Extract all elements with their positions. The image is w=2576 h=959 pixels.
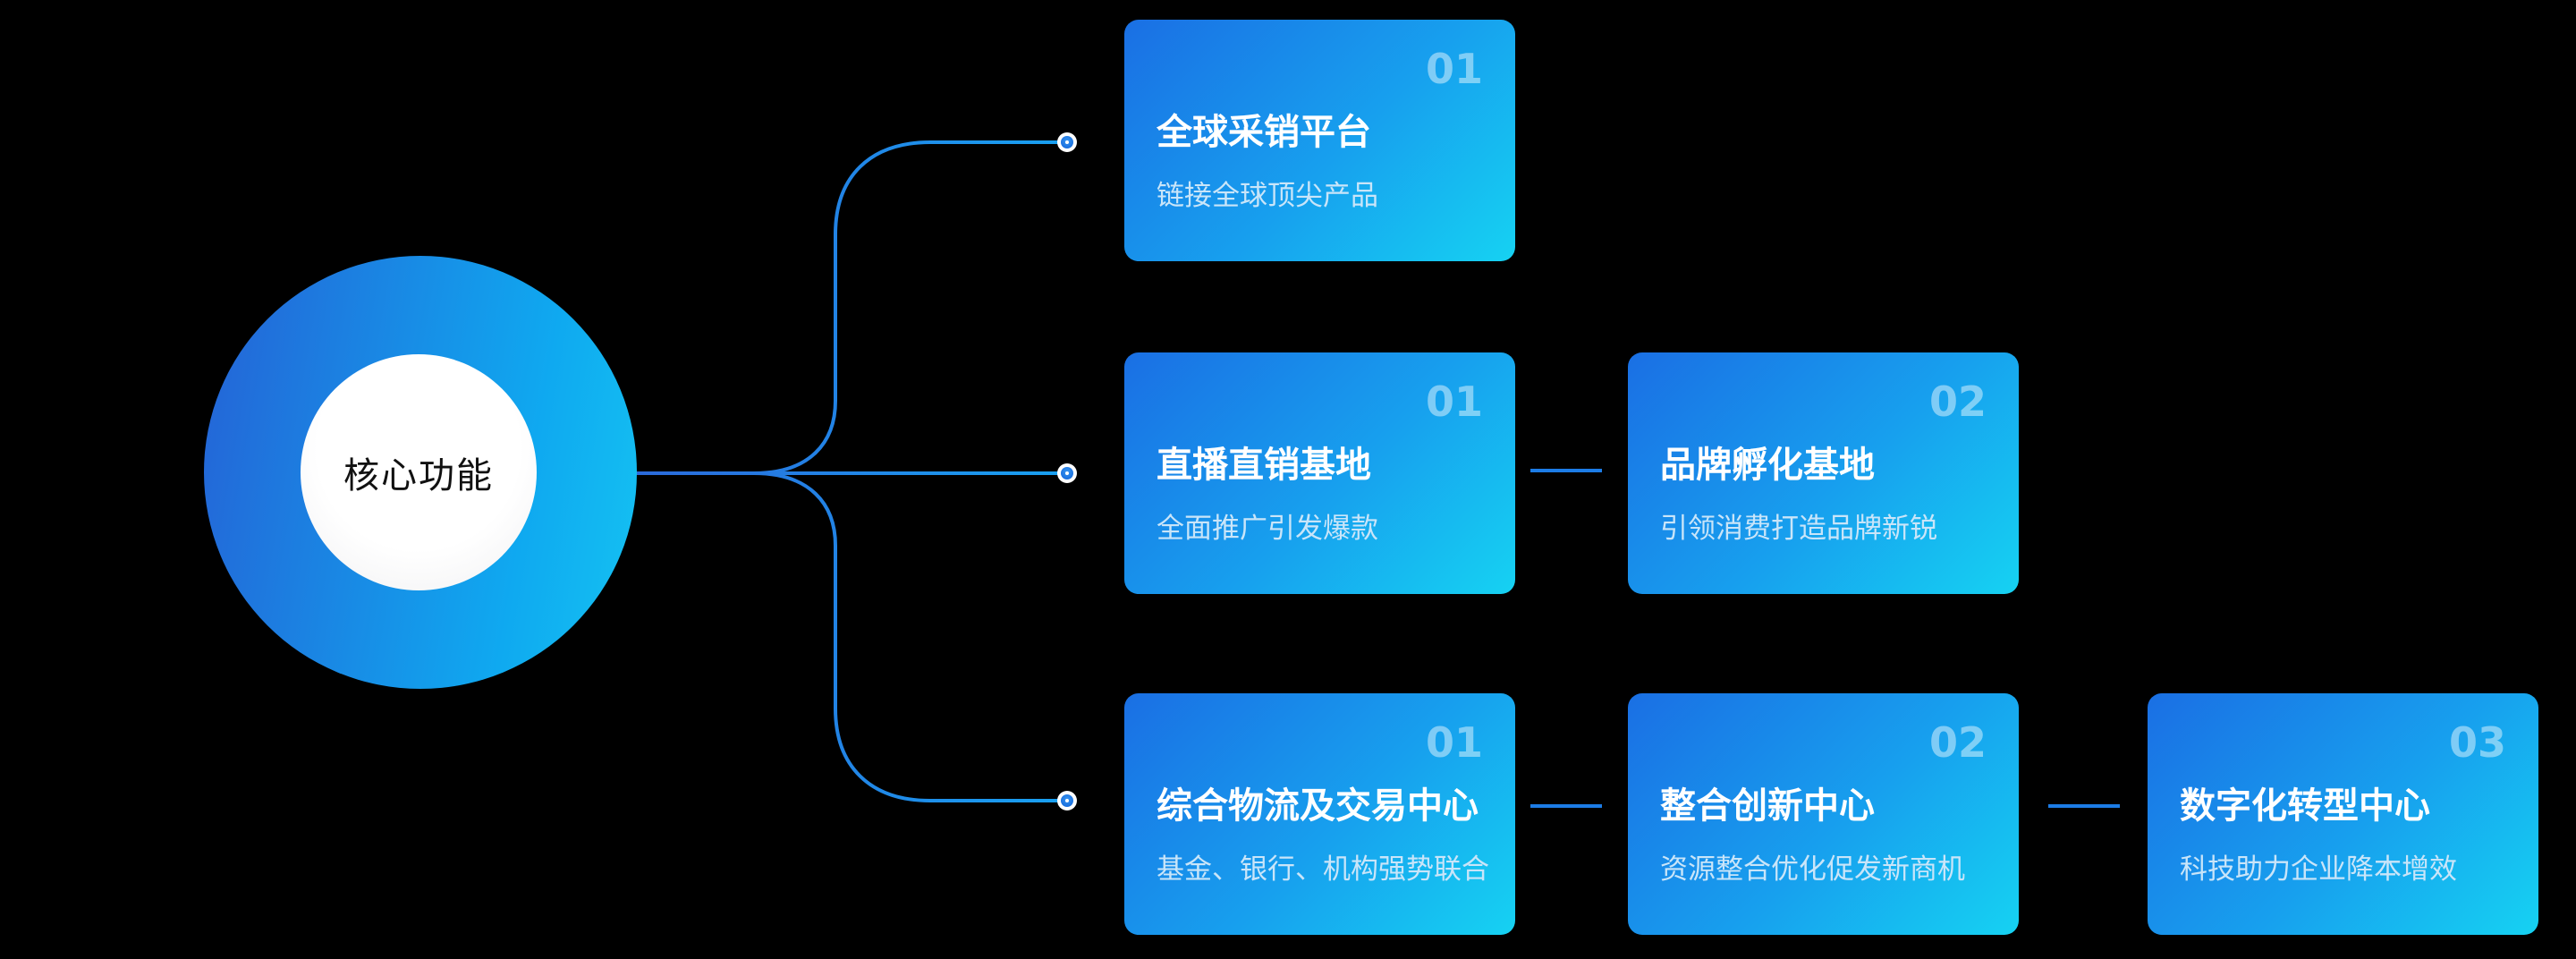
feature-card-livestream-base: 01 直播直销基地 全面推广引发爆款 <box>1124 352 1515 594</box>
card-title: 直播直销基地 <box>1157 446 1371 485</box>
card-subtitle: 链接全球顶尖产品 <box>1157 180 1378 211</box>
card-title: 数字化转型中心 <box>2180 786 2430 826</box>
card-title: 综合物流及交易中心 <box>1157 786 1479 826</box>
card-subtitle: 科技助力企业降本增效 <box>2180 853 2457 885</box>
card-title: 全球采销平台 <box>1157 113 1371 152</box>
card-subtitle: 基金、银行、机构强势联合 <box>1157 853 1489 885</box>
card-subtitle: 资源整合优化促发新商机 <box>1660 853 1965 885</box>
card-number: 03 <box>2448 718 2506 767</box>
node-dot-row2 <box>1057 463 1077 483</box>
wire-bottom <box>753 471 1067 802</box>
card-number: 01 <box>1425 718 1483 767</box>
feature-card-logistics-trading-center: 01 综合物流及交易中心 基金、银行、机构强势联合 <box>1124 693 1515 935</box>
feature-card-brand-incubation: 02 品牌孵化基地 引领消费打造品牌新锐 <box>1628 352 2019 594</box>
card-title: 品牌孵化基地 <box>1660 446 1875 485</box>
core-circle-inner: 核心功能 <box>301 354 537 590</box>
card-title: 整合创新中心 <box>1660 786 1875 826</box>
feature-card-global-sourcing: 01 全球采销平台 链接全球顶尖产品 <box>1124 20 1515 261</box>
card-number: 01 <box>1425 378 1483 426</box>
feature-card-innovation-center: 02 整合创新中心 资源整合优化促发新商机 <box>1628 693 2019 935</box>
wire-top <box>753 140 1067 475</box>
card-subtitle: 全面推广引发爆款 <box>1157 513 1378 544</box>
feature-card-digital-transformation-center: 03 数字化转型中心 科技助力企业降本增效 <box>2148 693 2538 935</box>
card-number: 01 <box>1425 45 1483 93</box>
core-circle: 核心功能 <box>204 256 637 689</box>
core-circle-label: 核心功能 <box>343 456 494 496</box>
card-subtitle: 引领消费打造品牌新锐 <box>1660 513 1937 544</box>
card-number: 02 <box>1928 718 1987 767</box>
node-dot-row3 <box>1057 791 1077 810</box>
card-number: 02 <box>1928 378 1987 426</box>
node-dot-row1 <box>1057 132 1077 152</box>
